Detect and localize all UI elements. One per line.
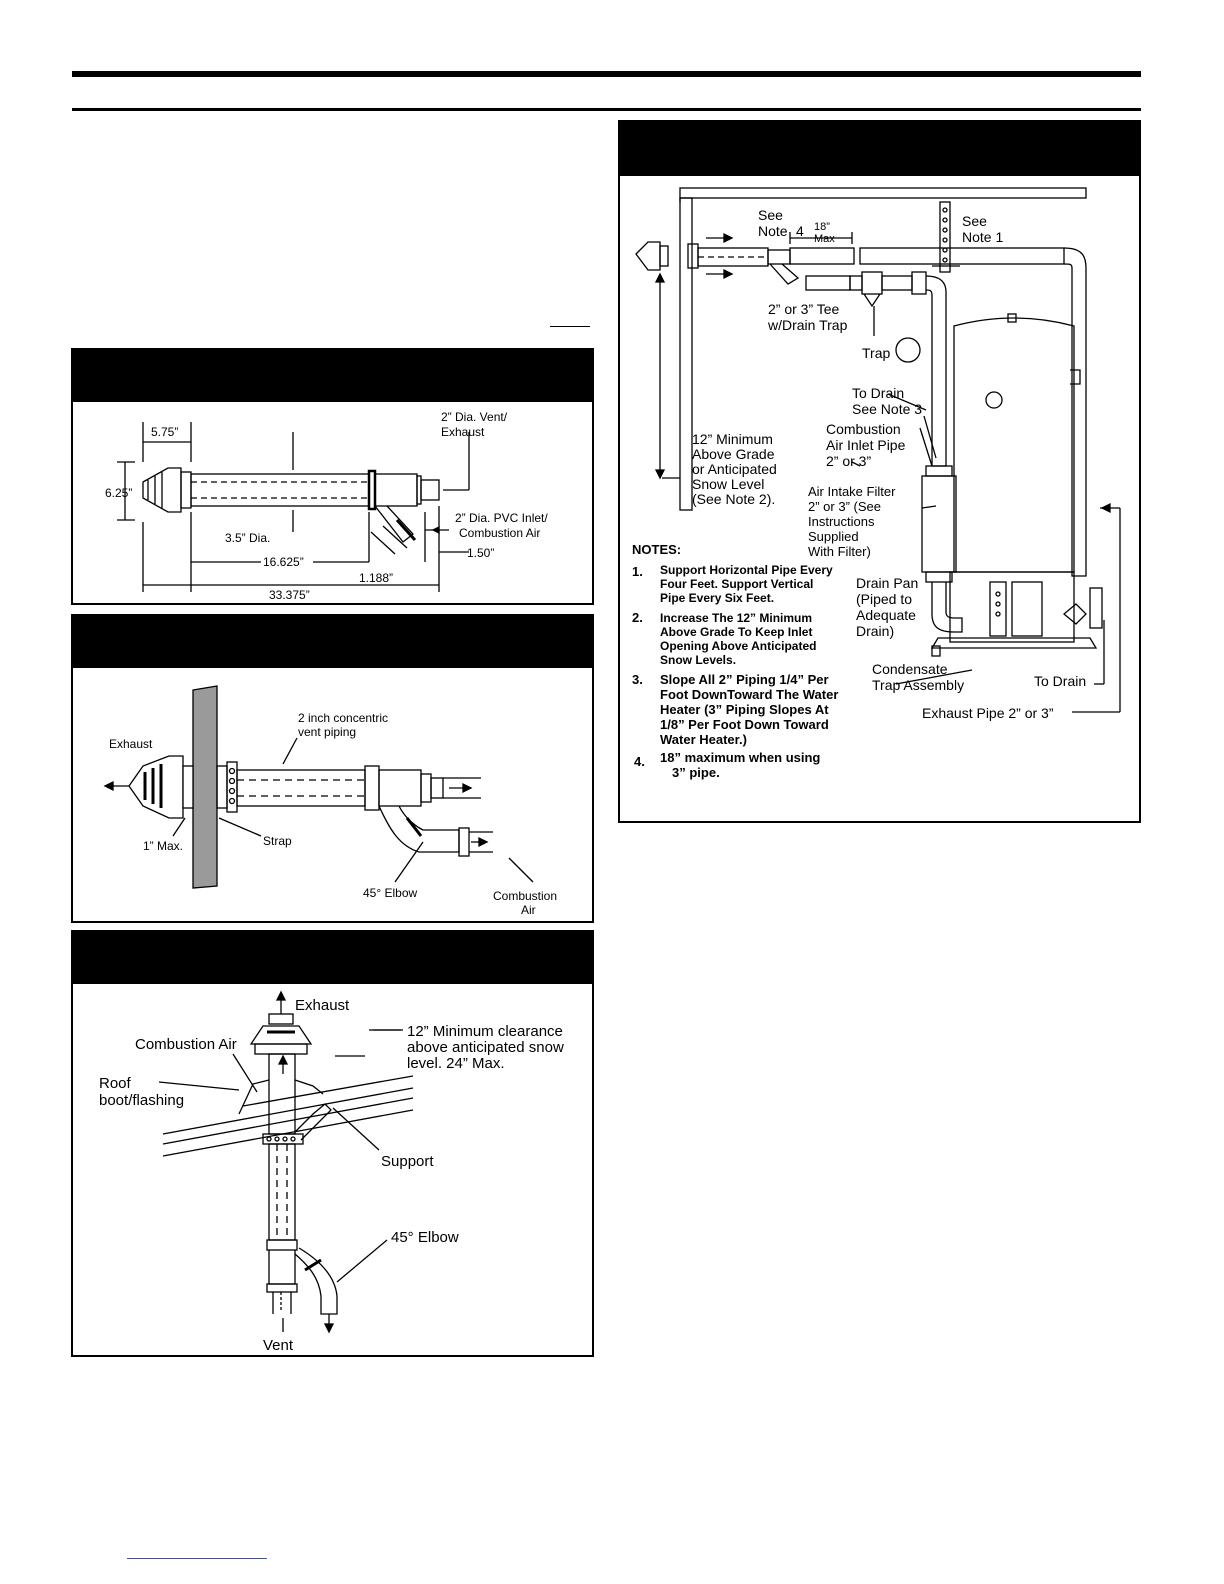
min-label-1: 12” Minimum <box>692 431 773 447</box>
figure-header-bar <box>73 616 592 668</box>
concentric-dimensions-diagram: 5.75” 6.25” 3.5” Dia. 16.625” 1.188” 33.… <box>105 410 548 602</box>
vent-label: Vent <box>263 1337 294 1354</box>
combustion-label-3: 2” or 3” <box>826 453 871 469</box>
piping-installation-diagram: See Note 4 18” Max See Note 1 2” or 3” T… <box>632 187 1121 780</box>
max-label: 1” Max. <box>143 839 183 853</box>
concentric-label-2: vent piping <box>298 725 356 739</box>
exhaust-label: Exhaust <box>109 737 153 751</box>
cond-label-2: Trap Assembly <box>872 677 964 693</box>
tee-label-2: w/Drain Trap <box>767 317 848 333</box>
combustion-air-label: Combustion Air <box>135 1036 237 1053</box>
min-label-4: Snow Level <box>692 476 764 492</box>
to-drain-label-2: See Note 3 <box>852 401 922 417</box>
pan-label-2: (Piped to <box>856 591 912 607</box>
figure-piping-installation: See Note 4 18” Max See Note 1 2” or 3” T… <box>618 120 1141 823</box>
footer-link-underline <box>127 1558 267 1559</box>
notes-title: NOTES: <box>632 542 681 557</box>
note-line: Four Feet. Support Vertical <box>660 577 813 591</box>
inlet-label-2: Combustion Air <box>459 526 540 540</box>
note-line: Above Grade To Keep Inlet <box>660 625 812 639</box>
vent-label-2: Exhaust <box>441 425 485 439</box>
see-note4-1: See <box>758 207 783 223</box>
filter-label-5: With Filter) <box>808 544 871 559</box>
note-line: Support Horizontal Pipe Every <box>660 563 833 577</box>
to-drain-label: To Drain <box>1034 673 1086 689</box>
note-number: 4. <box>634 754 645 769</box>
dim-35: 3.5” Dia. <box>225 531 270 545</box>
note-line: Water Heater.) <box>660 732 747 747</box>
note4-num: 4 <box>796 223 804 239</box>
min-label-5: (See Note 2). <box>692 491 775 507</box>
clearance-label-3: level. 24” Max. <box>407 1055 505 1072</box>
combustion-label-1: Combustion <box>493 889 557 903</box>
filter-label-2: 2” or 3” (See <box>808 499 881 514</box>
note-number: 3. <box>632 672 643 687</box>
filter-label-4: Supplied <box>808 529 859 544</box>
tee-label-1: 2” or 3” Tee <box>768 301 840 317</box>
roof-label-1: Roof <box>99 1075 132 1092</box>
pan-label-1: Drain Pan <box>856 575 918 591</box>
dim-16625: 16.625” <box>263 555 304 569</box>
to-drain-label-1: To Drain <box>852 385 904 401</box>
clearance-label-2: above anticipated snow <box>407 1039 564 1056</box>
figure-header-bar <box>620 122 1139 176</box>
text-underline-fragment <box>550 326 590 327</box>
note-line: Opening Above Anticipated <box>660 639 816 653</box>
eighteen-label: 18” <box>814 221 830 233</box>
elbow-label: 45° Elbow <box>363 886 417 900</box>
exhaust-label: Exhaust <box>295 997 350 1014</box>
strap-label: Strap <box>263 834 292 848</box>
note-line: 18” maximum when using <box>660 750 820 765</box>
filter-label-1: Air Intake Filter <box>808 484 896 499</box>
exhaust-pipe-label: Exhaust Pipe 2” or 3” <box>922 705 1054 721</box>
see-note1-2: Note 1 <box>962 229 1003 245</box>
figure-header-bar <box>73 350 592 402</box>
note-line: Slope All 2” Piping 1/4” Per <box>660 672 829 687</box>
see-note4-2: Note <box>758 223 788 239</box>
dim-150: 1.50” <box>467 546 494 560</box>
vent-label-1: 2” Dia. Vent/ <box>441 410 508 424</box>
combustion-label-2: Air Inlet Pipe <box>826 437 906 453</box>
combustion-label-1: Combustion <box>826 421 901 437</box>
see-note1-1: See <box>962 213 987 229</box>
note-line: 1/8” Per Foot Down Toward <box>660 717 829 732</box>
top-rule-thick <box>72 71 1141 77</box>
pan-label-3: Adequate <box>856 607 916 623</box>
note-line: Pipe Every Six Feet. <box>660 591 774 605</box>
figure-header-bar <box>73 932 592 984</box>
note-number: 2. <box>632 610 643 625</box>
filter-label-3: Instructions <box>808 514 875 529</box>
note-line: Increase The 12” Minimum <box>660 611 812 625</box>
combustion-label-2: Air <box>521 903 536 917</box>
max-label: Max <box>814 233 835 245</box>
inlet-label-1: 2” Dia. PVC Inlet/ <box>455 511 548 525</box>
figure-wall-termination: Exhaust 2 inch concentric vent piping 1”… <box>71 614 594 923</box>
figure-roof-termination: Exhaust Combustion Air 12” Minimum clear… <box>71 930 594 1357</box>
top-rule-thin <box>72 108 1141 111</box>
pan-label-4: Drain) <box>856 623 894 639</box>
note-line: Snow Levels. <box>660 653 736 667</box>
min-label-2: Above Grade <box>692 446 775 462</box>
min-label-3: or Anticipated <box>692 461 777 477</box>
dim-575: 5.75” <box>151 425 178 439</box>
concentric-label-1: 2 inch concentric <box>298 711 388 725</box>
dim-33375: 33.375” <box>269 588 310 602</box>
note-line: 3” pipe. <box>672 765 720 780</box>
roof-termination-diagram: Exhaust Combustion Air 12” Minimum clear… <box>99 990 564 1354</box>
dim-625: 6.25” <box>105 486 132 500</box>
note-line: Heater (3” Piping Slopes At <box>660 702 829 717</box>
roof-label-2: boot/flashing <box>99 1092 184 1109</box>
note-number: 1. <box>632 564 643 579</box>
elbow-label: 45° Elbow <box>391 1229 459 1246</box>
support-label: Support <box>381 1153 434 1170</box>
dim-1188: 1.188” <box>359 571 393 585</box>
wall-termination-diagram: Exhaust 2 inch concentric vent piping 1”… <box>103 685 557 917</box>
cond-label-1: Condensate <box>872 661 948 677</box>
clearance-label-1: 12” Minimum clearance <box>407 1023 563 1040</box>
notes-list: 1. Support Horizontal Pipe Every Four Fe… <box>632 563 838 780</box>
figure-concentric-dimensions: 5.75” 6.25” 3.5” Dia. 16.625” 1.188” 33.… <box>71 348 594 605</box>
note-line: Foot DownToward The Water <box>660 687 838 702</box>
trap-label: Trap <box>862 345 890 361</box>
